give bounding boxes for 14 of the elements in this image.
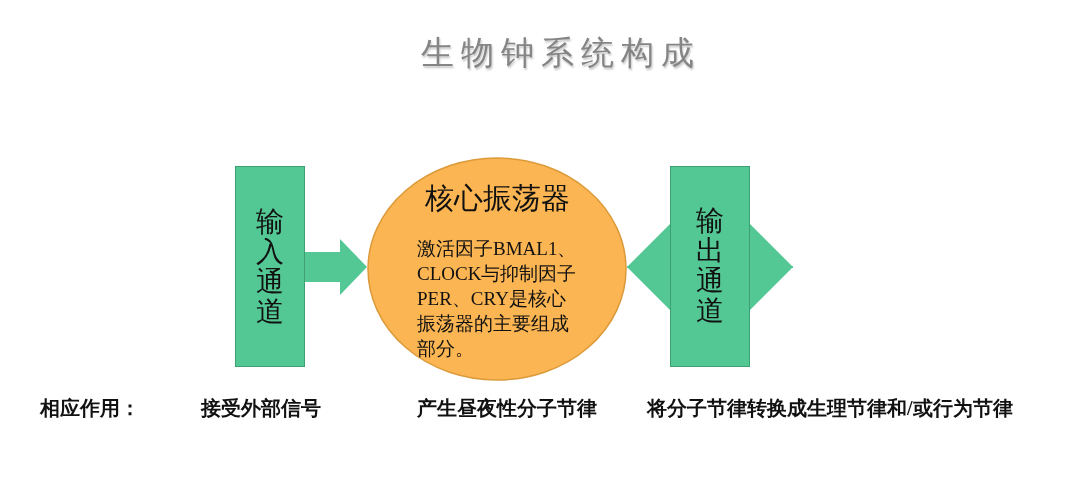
arrow — [749, 224, 794, 310]
oscillator-circle — [367, 157, 627, 381]
box-label: 输出通道 — [695, 206, 724, 326]
function-text: 将分子节律转换成生理节律和/或行为节律 — [647, 396, 1013, 420]
channel-box — [235, 166, 305, 367]
title: 生物钟系统构成 — [421, 33, 701, 73]
arrow — [626, 224, 671, 310]
arrow — [305, 239, 367, 295]
row-heading: 相应作用： — [40, 396, 140, 420]
circle-text: 激活因子BMAL1、CLOCK与抑制因子PER、CRY是核心振荡器的主要组成部分。 — [417, 237, 577, 361]
box-label: 输入通道 — [255, 207, 284, 327]
function-text: 接受外部信号 — [201, 396, 321, 420]
circle-heading: 核心振荡器 — [423, 181, 571, 216]
channel-box — [670, 166, 750, 367]
